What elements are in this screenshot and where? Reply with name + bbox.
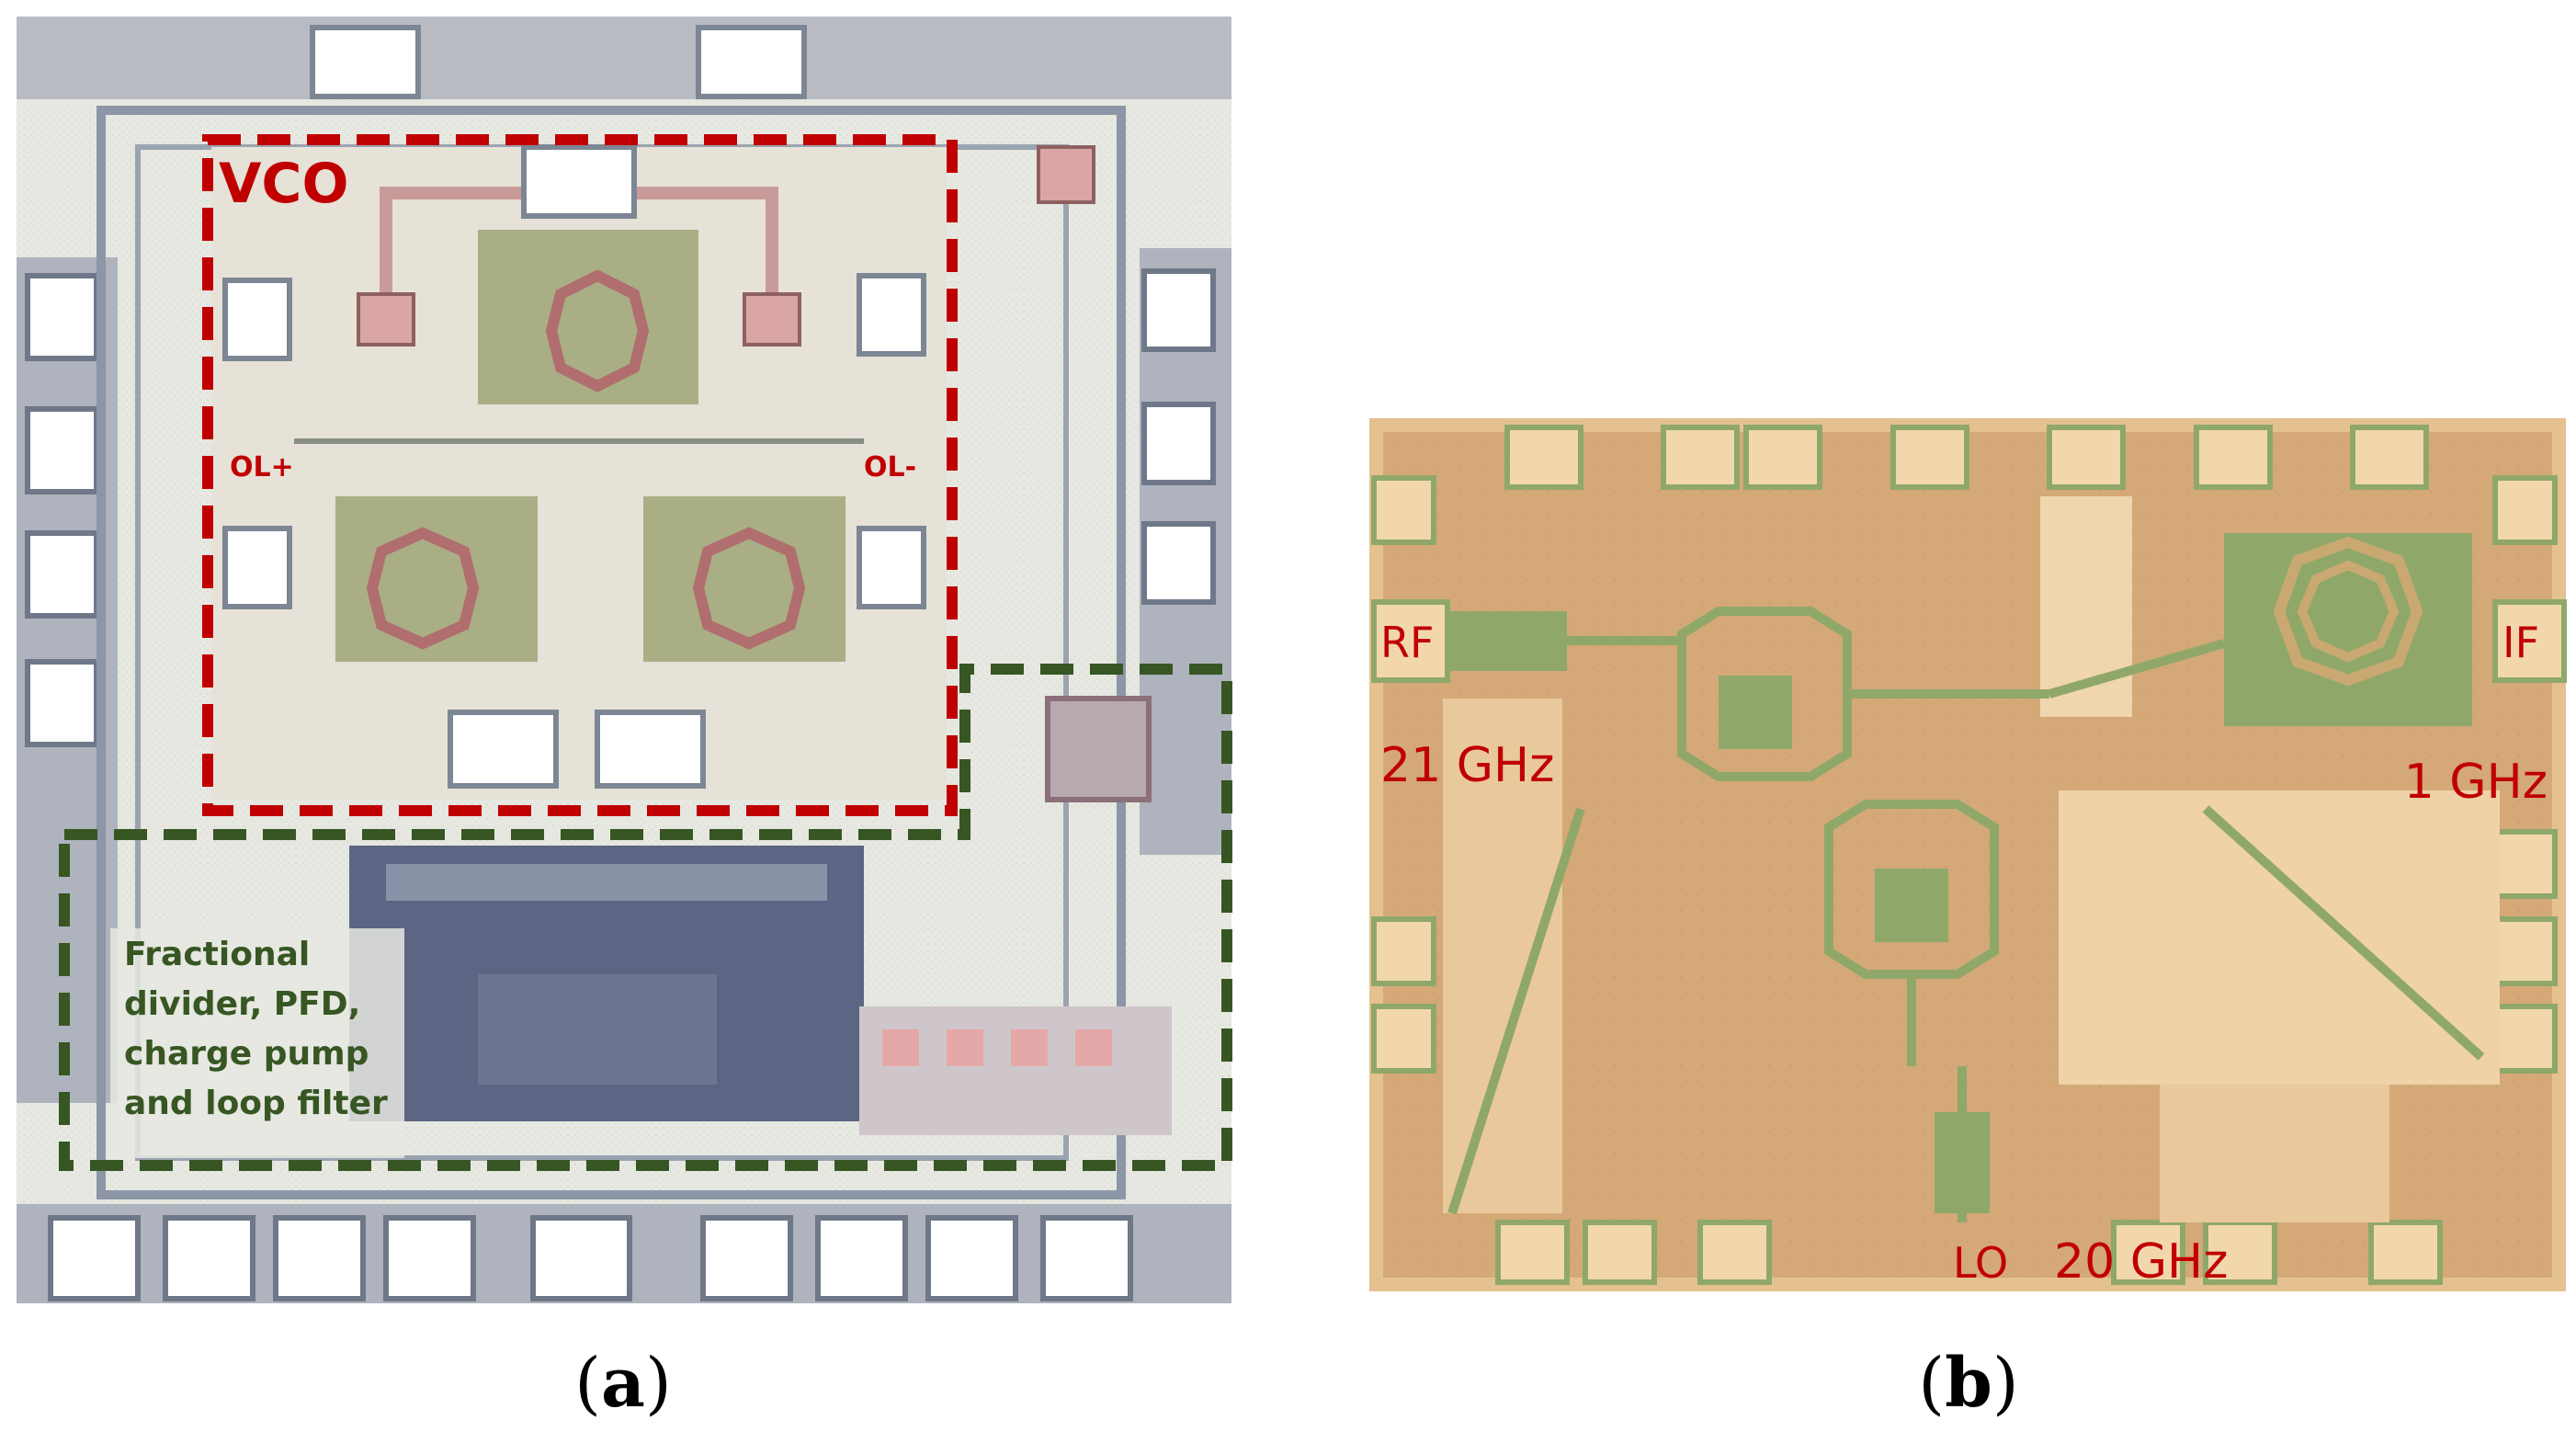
rf-port [1371,599,1567,683]
panel-a-die-photo: VCO OL+ OL- Fractional divider, PFD, cha… [17,17,1232,1303]
bottom-pads-a [17,1204,1231,1303]
lo-frequency-label: 20 GHz [2054,1234,2228,1290]
pll-label-line1: Fractional [124,936,310,973]
mixer-core-b [1447,607,2485,1222]
caption-a: (a) [574,1344,672,1423]
ol-plus-label: OL+ [230,451,294,483]
if-frequency-label: 1 GHz [2404,755,2548,810]
lo-label: LO [1953,1238,2008,1288]
lo-balun-block [1875,869,1948,942]
balun-block [1719,676,1792,749]
metal-planes-b [1443,496,2500,1222]
vco-circuit [211,144,947,800]
pll-label-line2: divider, PFD, [124,985,360,1023]
if-label: IF [2502,618,2539,667]
side-pads-b [1371,475,2558,1074]
ol-minus-label: OL- [864,451,916,483]
if-port [2224,533,2567,726]
pll-highlight-box [59,664,1232,1171]
top-pads-b [1504,425,2429,490]
lo-feed [1935,1112,1990,1213]
vco-highlight-box [202,134,958,816]
rf-label: RF [1380,618,1434,667]
pll-circuit [349,145,1172,1135]
vco-label: VCO [219,152,348,216]
pll-label-line4: and loop filter [124,1085,388,1122]
pll-label-line3: charge pump [124,1035,369,1073]
caption-b: (b) [1918,1344,2019,1423]
panel-b-die-photo: RF 21 GHz IF 1 GHz LO 20 GHz [1369,418,2567,1291]
bottom-pads-b [1495,1220,2443,1285]
rf-frequency-label: 21 GHz [1380,738,1554,793]
top-pads-a [17,17,1231,99]
